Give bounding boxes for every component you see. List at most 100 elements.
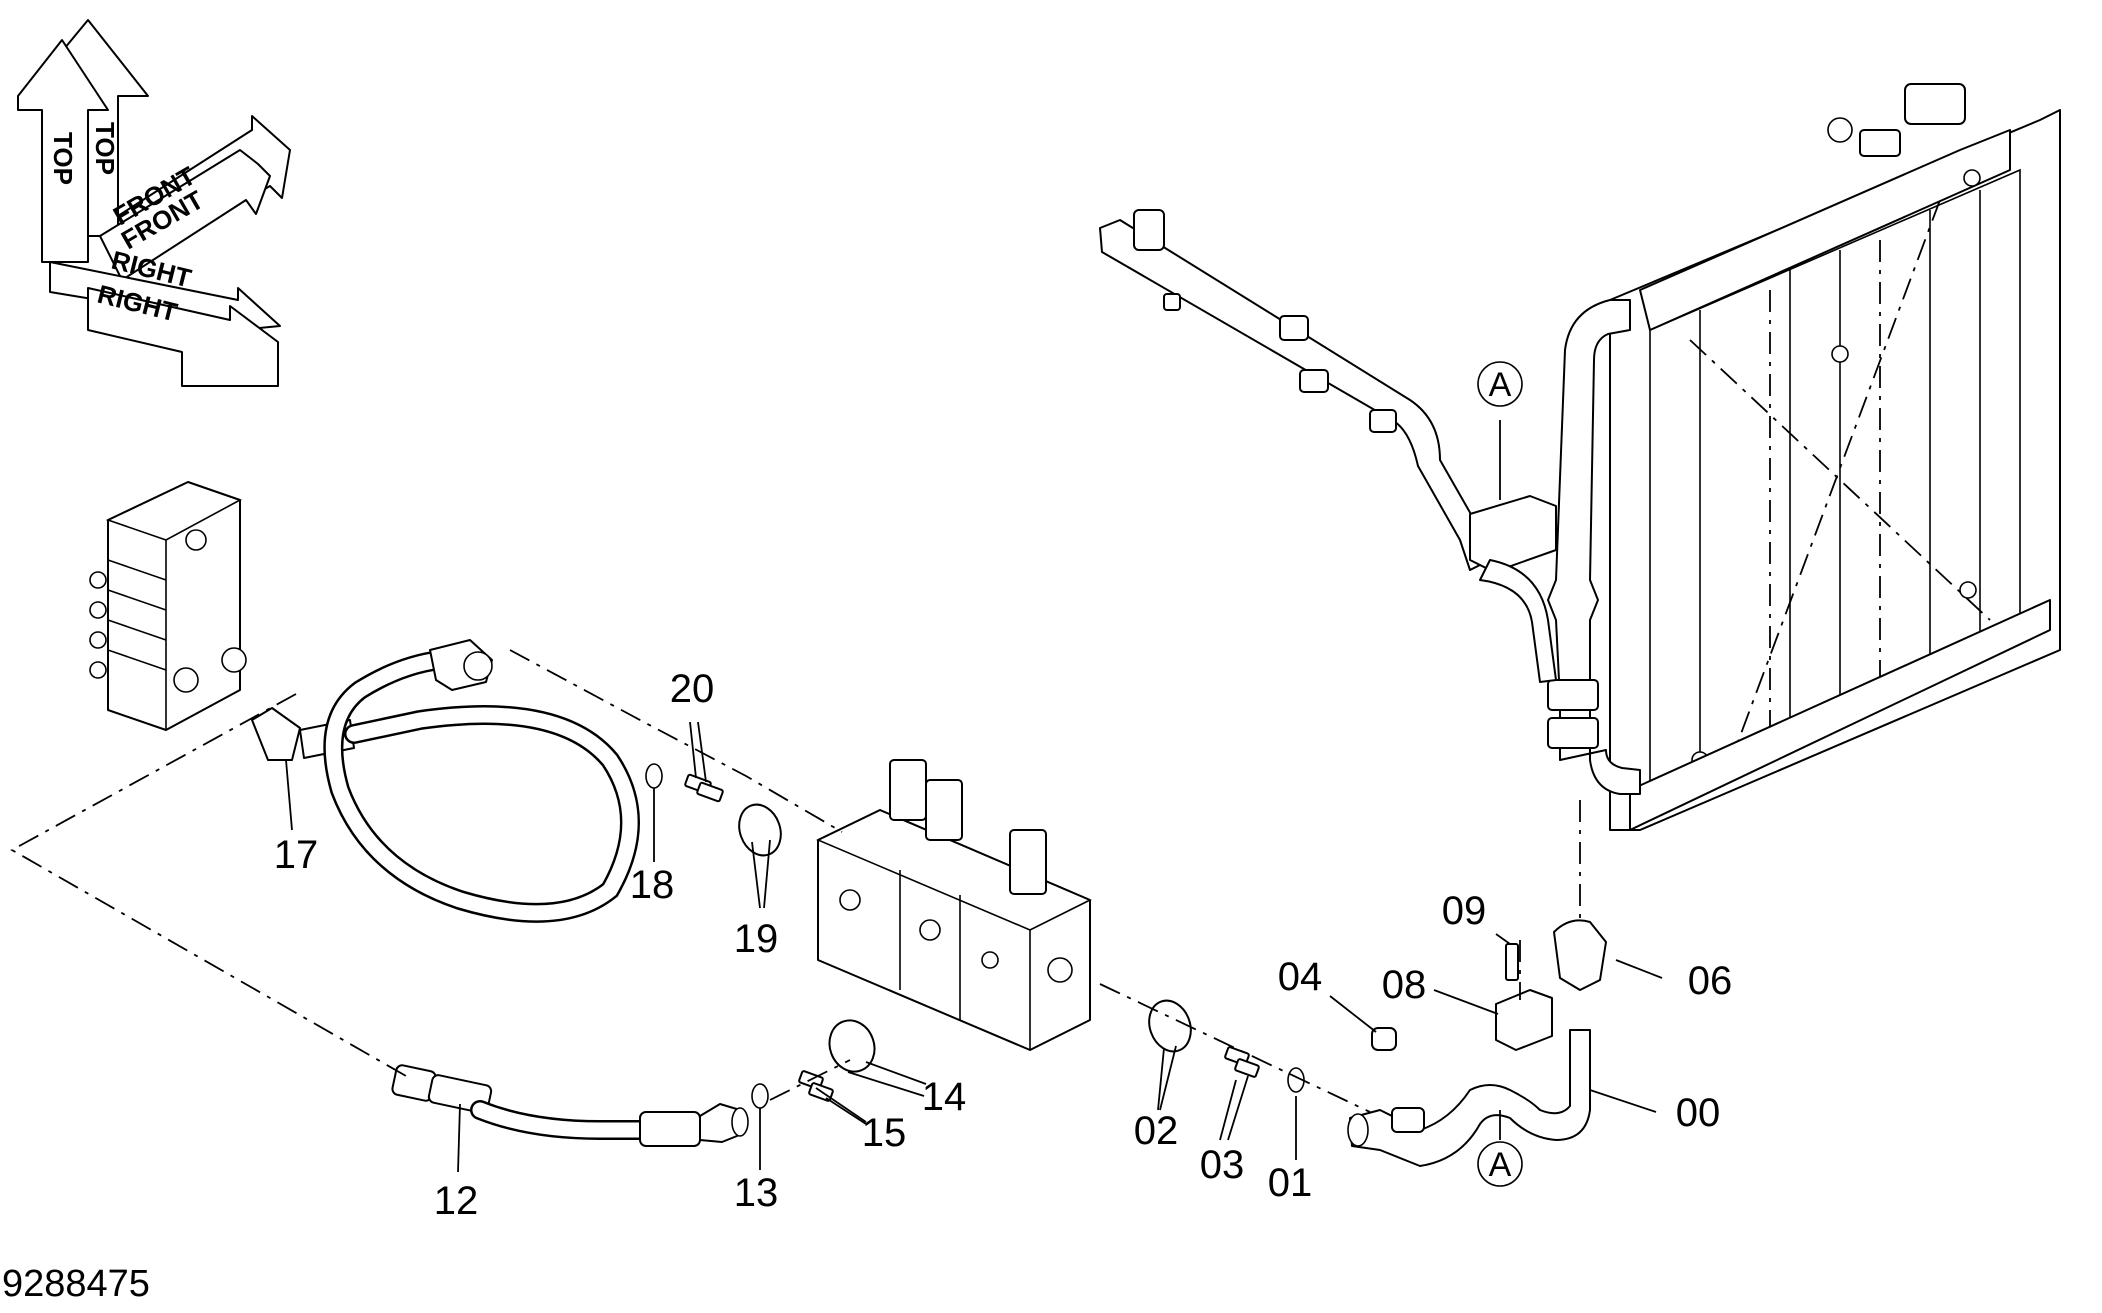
callout-14: 14 [922, 1075, 967, 1119]
valve-block-port [981, 951, 999, 969]
valve-port [89, 571, 107, 589]
bolt-09 [1505, 943, 1519, 981]
ref-a-upper-circle [1477, 361, 1523, 407]
callout-12: 12 [434, 1179, 479, 1223]
callout-labels: 06 00 09 08 04 01 03 02 14 15 13 12 18 1… [274, 667, 1733, 1223]
flange-19 [738, 803, 782, 857]
valve-outlet-port [221, 647, 247, 673]
valve-section-line [107, 619, 167, 641]
cooler-tube-clamp [1547, 679, 1599, 711]
flange-02 [1148, 999, 1192, 1053]
tube-00-port [1391, 1107, 1425, 1133]
manifold-port [1133, 209, 1165, 251]
leader-09 [1495, 933, 1511, 945]
plug-04 [1371, 1027, 1397, 1051]
manifold-fitting [1163, 293, 1181, 311]
leader-15 [825, 1097, 867, 1125]
radiator-bolt [1963, 169, 1981, 187]
valve-block-cartridge [1009, 829, 1047, 895]
leader-08 [1433, 989, 1499, 1015]
valve-outlet-port [173, 667, 199, 693]
ref-a-lower-circle [1477, 1141, 1523, 1187]
tube-00 [1347, 1029, 1591, 1167]
hose-17 [251, 639, 640, 923]
reference-marks: A A [1477, 361, 1523, 1187]
callout-06: 06 [1688, 959, 1733, 1003]
leader-00 [1589, 1089, 1657, 1113]
valve-section-line [107, 559, 167, 581]
radiator-top-tank [1639, 129, 2011, 331]
callout-18: 18 [630, 863, 675, 907]
manifold-pipe [1099, 209, 1557, 683]
o-ring-13 [751, 1083, 769, 1109]
leader-06 [1615, 959, 1663, 979]
hose-12-fill [472, 1102, 648, 1138]
callout-01: 01 [1268, 1161, 1313, 1205]
manifold-clamp-block [1469, 495, 1557, 573]
valve-port [185, 529, 207, 551]
callout-13: 13 [734, 1171, 779, 1215]
radiator-brace-line [1719, 199, 1941, 791]
leader-02 [1157, 1047, 1165, 1111]
ref-a-lower-label: A [1489, 1146, 1512, 1184]
leader-03 [1227, 1075, 1249, 1141]
hose-17-end [463, 651, 493, 681]
bolt-03 [1234, 1058, 1260, 1078]
leader-12 [457, 1103, 461, 1173]
alignment-lines [10, 649, 1581, 1113]
clamp-06 [1553, 919, 1607, 991]
valve-block-port [919, 919, 941, 941]
callout-20: 20 [670, 667, 715, 711]
top-label-back: TOP [90, 122, 120, 175]
manifold-down-tube [1479, 559, 1557, 683]
radiator-filler-neck [1904, 83, 1966, 125]
leader-14 [865, 1061, 927, 1085]
o-ring-18 [645, 763, 663, 789]
central-valve-block [816, 759, 1092, 1051]
control-valve-stack [89, 481, 247, 731]
clamp-08 [1495, 989, 1553, 1051]
callout-00: 00 [1676, 1091, 1721, 1135]
leader-19 [751, 841, 761, 909]
valve-block-cartridge [889, 759, 927, 821]
leader-20 [689, 721, 697, 779]
manifold-pipe-body [1099, 219, 1491, 571]
leader-19 [763, 839, 771, 909]
leader-04 [1329, 995, 1377, 1033]
valve-port [89, 631, 107, 649]
valve-block-port [839, 889, 861, 911]
callout-09: 09 [1442, 889, 1487, 933]
leader-14 [847, 1071, 925, 1097]
flange-14 [828, 1019, 876, 1073]
valve-block-port [1047, 957, 1073, 983]
valve-stack-top-face [105, 481, 242, 541]
hose-17-fill [325, 652, 638, 921]
callout-03: 03 [1200, 1143, 1245, 1187]
top-arrow-front [17, 39, 109, 263]
hose-17-fitting [251, 707, 301, 761]
alignment-line-tube-00 [1099, 983, 1371, 1113]
radiator-cap [1859, 129, 1901, 157]
leader-15 [815, 1087, 867, 1123]
radiator-bolt [1827, 117, 1853, 143]
valve-section-line [107, 649, 167, 671]
callout-04: 04 [1278, 955, 1323, 999]
cooler-tube-body [1547, 299, 1641, 795]
manifold-plug [1299, 369, 1329, 393]
radiator-bolt [1959, 581, 1977, 599]
bolt-20 [696, 781, 724, 803]
radiator-brace-line [1689, 339, 1991, 621]
radiator-bolt [1831, 345, 1849, 363]
ref-a-upper-label: A [1489, 366, 1512, 404]
alignment-line-hose-12 [10, 693, 407, 1077]
leader-lines [285, 420, 1663, 1173]
hose-17-outline [323, 650, 640, 923]
callout-02: 02 [1134, 1109, 1179, 1153]
front-arrow-front [99, 149, 271, 281]
leader-20 [697, 721, 707, 783]
callout-08: 08 [1382, 963, 1427, 1007]
leader-02 [1159, 1045, 1177, 1111]
hose-12-ferrule [639, 1111, 701, 1147]
right-arrow-front [87, 287, 279, 387]
drawing-number: 9288475 [2, 1263, 150, 1305]
